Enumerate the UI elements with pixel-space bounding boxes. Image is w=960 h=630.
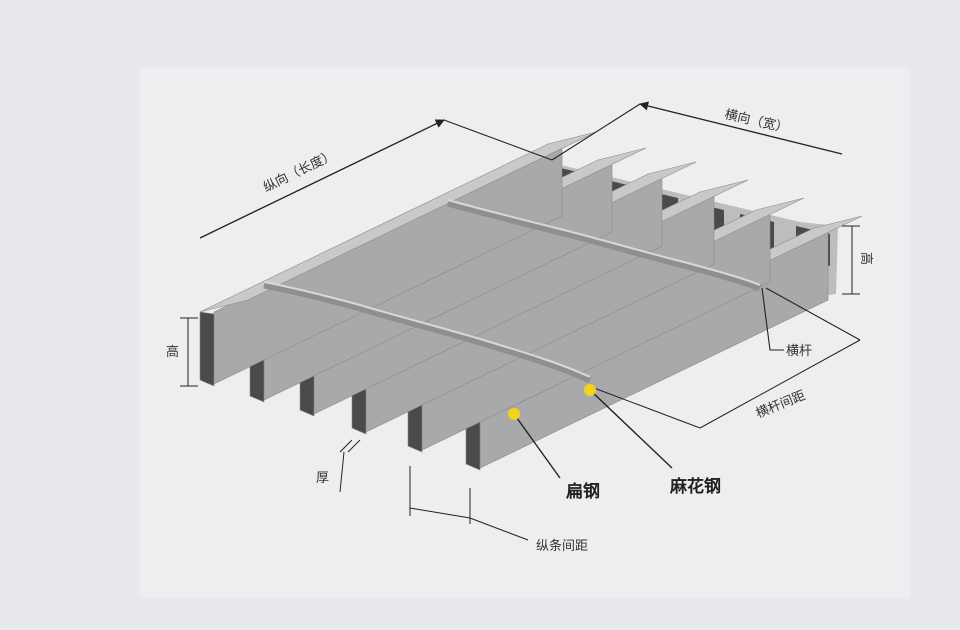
twisted-steel-label: 麻花钢 — [669, 476, 721, 497]
thickness-dimension: 厚 — [316, 439, 361, 493]
bar-pitch-label: 纵条间距 — [536, 538, 588, 554]
right-height-label: 高 — [858, 252, 874, 265]
cross-bar-label: 横杆 — [786, 344, 812, 359]
left-height-label: 高 — [166, 344, 179, 360]
flat-steel-label: 扁钢 — [566, 481, 600, 502]
transverse-label: 横向（宽） — [723, 106, 790, 136]
thickness-label: 厚 — [316, 471, 329, 486]
twisted-steel-callout: 麻花钢 — [584, 384, 721, 497]
twisted-steel-marker — [584, 384, 596, 396]
flat-steel-marker — [508, 408, 520, 420]
left-height-dimension: 高 — [166, 317, 198, 387]
right-height-dimension: 高 — [842, 225, 874, 295]
bar-pitch-dimension: 纵条间距 — [409, 466, 588, 554]
transverse-dimension: 横向（宽） — [551, 101, 843, 161]
flat-bar — [199, 131, 597, 387]
twisted-bar — [263, 199, 762, 384]
flat-bar-end — [199, 311, 215, 387]
flat-steel-callout: 扁钢 — [508, 408, 600, 502]
cross-bar-pitch-label: 横杆间距 — [754, 388, 808, 421]
longitudinal-label: 纵向（长度） — [261, 147, 338, 196]
